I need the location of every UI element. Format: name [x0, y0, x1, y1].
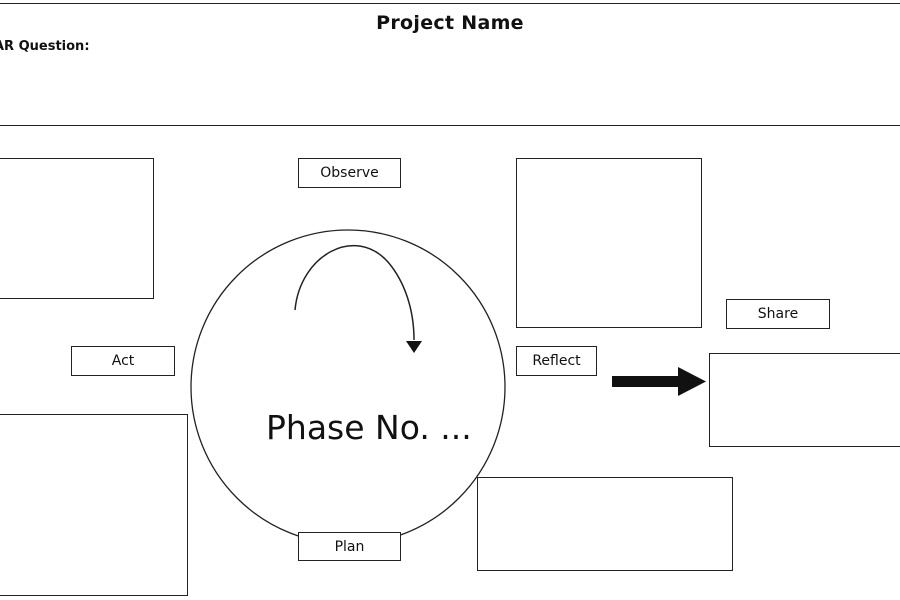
reflect-notes-box[interactable]	[516, 158, 702, 328]
plan-label: Plan	[298, 532, 401, 561]
share-label: Share	[726, 299, 830, 329]
question-label: AR Question:	[0, 39, 90, 54]
phase-text: Phase No. ...	[266, 408, 472, 447]
observe-label: Observe	[298, 158, 401, 188]
plan-notes-box[interactable]	[477, 477, 733, 571]
act-notes-box[interactable]	[0, 158, 154, 299]
act-label: Act	[71, 346, 175, 376]
act-bottom-notes-box[interactable]	[0, 414, 188, 596]
top-border-line	[0, 3, 900, 4]
phase-circle	[190, 229, 506, 545]
header-divider	[0, 125, 900, 126]
right-arrow-icon	[612, 367, 706, 396]
share-notes-box[interactable]	[709, 353, 900, 447]
curved-cycle-arrow-icon	[294, 244, 422, 353]
reflect-label: Reflect	[516, 346, 597, 376]
page-title: Project Name	[376, 12, 524, 34]
